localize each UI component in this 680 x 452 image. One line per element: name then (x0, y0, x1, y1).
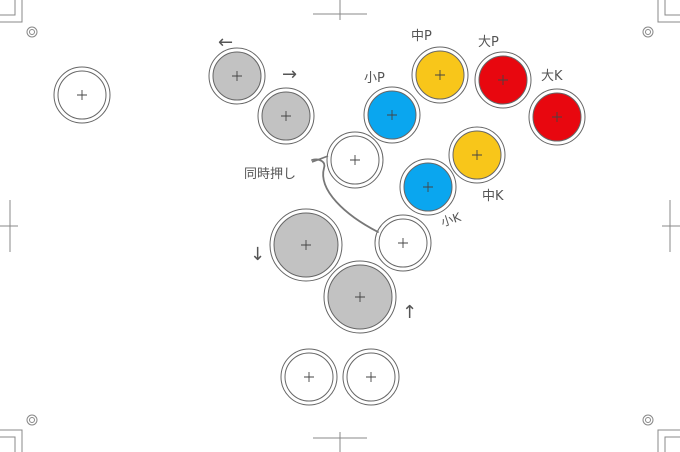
right-arrow-label: → (282, 64, 297, 85)
select-button[interactable] (53, 66, 111, 124)
button-center-cross (281, 111, 291, 121)
button-center-cross (387, 110, 397, 120)
button-center-cross (304, 372, 314, 382)
heavy-kick-label: 大K (541, 69, 563, 84)
button-center-cross (77, 90, 87, 100)
start-button[interactable] (280, 348, 338, 406)
extra-button[interactable] (342, 348, 400, 406)
button-center-cross (498, 75, 508, 85)
up-arrow-label: ↑ (402, 302, 417, 323)
medium-punch-label: 中P (411, 29, 432, 44)
medium-kick-label: 中K (482, 189, 504, 204)
left-arrow-label: ← (218, 32, 233, 53)
light-kick-label: 小K (439, 210, 463, 230)
button-center-cross (472, 150, 482, 160)
up-button[interactable] (323, 260, 397, 334)
heavy-punch-label: 大P (478, 35, 499, 50)
macro-button[interactable] (326, 131, 384, 189)
button-center-cross (423, 182, 433, 192)
medium-punch-button[interactable] (411, 46, 469, 104)
button-center-cross (232, 71, 242, 81)
light-punch-label: 小P (364, 71, 385, 86)
button-center-cross (552, 112, 562, 122)
button-center-cross (435, 70, 445, 80)
heavy-kick-button[interactable] (528, 88, 586, 146)
left-button[interactable] (208, 47, 266, 105)
button-center-cross (355, 292, 365, 302)
light-kick-button[interactable] (399, 158, 457, 216)
simul-press-label: 同時押し (244, 167, 296, 182)
down-button[interactable] (269, 208, 343, 282)
medium-kick-button[interactable] (448, 126, 506, 184)
button-center-cross (301, 240, 311, 250)
button-center-cross (366, 372, 376, 382)
right-button[interactable] (257, 87, 315, 145)
button-center-cross (350, 155, 360, 165)
light-punch-button[interactable] (363, 86, 421, 144)
heavy-punch-button[interactable] (474, 51, 532, 109)
simul-press-button[interactable] (374, 214, 432, 272)
simul-underline (311, 155, 329, 163)
down-arrow-label: ↓ (250, 244, 265, 265)
button-center-cross (398, 238, 408, 248)
